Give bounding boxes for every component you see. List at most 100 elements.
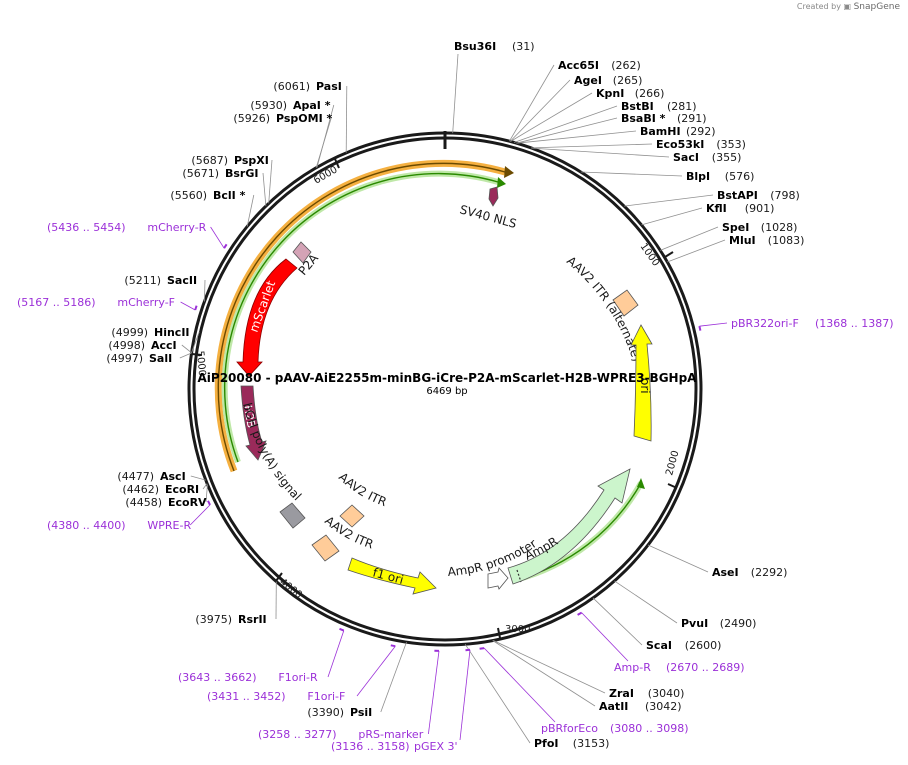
site-position: (901): [745, 202, 775, 215]
site-blpi[interactable]: BlpI(576): [686, 170, 754, 183]
primer-prs-marker[interactable]: (3258 .. 3277)pRS-marker: [258, 728, 424, 741]
site-bsabi[interactable]: BsaBI *(291): [621, 112, 707, 125]
site-position: (355): [712, 151, 742, 164]
site-scai[interactable]: ScaI(2600): [646, 639, 721, 652]
primer-pbr322ori-f[interactable]: pBR322ori-F (1368 .. 1387): [731, 317, 894, 330]
site-position: (262): [611, 59, 641, 72]
site-position: (353): [716, 138, 746, 151]
site-position: (5671): [182, 167, 219, 180]
site-name: SalI: [149, 352, 172, 365]
site-sacii[interactable]: (5211)SacII: [124, 274, 197, 287]
primer-range: (4380 .. 4400): [47, 519, 126, 532]
site-apai[interactable]: (5930)ApaI *: [250, 99, 330, 112]
site-kpni[interactable]: KpnI(266): [596, 87, 664, 100]
site-name: Eco53kI: [656, 138, 704, 151]
feature-h2b[interactable]: H2B: [240, 385, 267, 461]
site-mlui[interactable]: MluI(1083): [729, 234, 804, 247]
site-acci[interactable]: (4998) AccI: [108, 339, 176, 352]
site-pasi[interactable]: (6061)PasI: [273, 80, 341, 93]
site-zrai[interactable]: ZraI(3040): [609, 687, 684, 700]
feature-ori[interactable]: ori: [630, 324, 653, 442]
primer-pbrforeco[interactable]: pBRforEco(3080 .. 3098): [541, 722, 689, 735]
site-name: AgeI: [574, 74, 602, 87]
primer-name: WPRE-R: [147, 519, 191, 532]
site-aatii[interactable]: AatII(3042): [599, 700, 682, 713]
site-position: (266): [635, 87, 665, 100]
site-labels: Bsu36I(31)Acc65I(262)AgeI(265)KpnI(266)B…: [17, 40, 894, 753]
site-ecorv[interactable]: (4458)EcoRV: [125, 496, 207, 509]
site-pspomi[interactable]: (5926)PspOMI *: [233, 112, 332, 125]
site-position: (291): [677, 112, 707, 125]
primer-name: mCherry-F: [117, 296, 175, 309]
site-name: ScaI: [646, 639, 672, 652]
primer-range: (1368 .. 1387): [815, 317, 894, 330]
primer-pgex-3[interactable]: (3136 .. 3158)pGEX 3': [331, 740, 458, 753]
primer-range: (3643 .. 3662): [178, 671, 257, 684]
primer-wpre-r[interactable]: (4380 .. 4400) WPRE-R: [47, 519, 191, 532]
site-name: AseI: [712, 566, 739, 579]
tick-label-2000: 2000: [664, 449, 681, 476]
feature-sv40-nls[interactable]: SV40 NLS: [458, 186, 518, 231]
ori-label: ori: [638, 378, 652, 394]
site-name: SacII: [167, 274, 197, 287]
site-name: BsrGI: [225, 167, 258, 180]
feature-aav2-itr-1[interactable]: AAV2 ITR: [336, 470, 389, 528]
site-eco53ki[interactable]: Eco53kI (353): [656, 138, 746, 151]
site-asei[interactable]: AseI (2292): [712, 566, 787, 579]
primer-amp-r[interactable]: Amp-R(2670 .. 2689): [614, 661, 745, 674]
site-position: (4998): [108, 339, 145, 352]
site-position: (2292): [751, 566, 788, 579]
site-saci[interactable]: SacI(355): [673, 151, 741, 164]
site-bamhi[interactable]: BamHI(292): [640, 125, 716, 138]
tick-label-4000: 4000: [277, 577, 304, 601]
feature-f1-ori[interactable]: f1 ori: [347, 557, 437, 595]
credit: Created by ▣ SnapGene: [797, 2, 900, 12]
site-name: PfoI: [534, 737, 559, 750]
site-sali[interactable]: (4997)SalI: [106, 352, 172, 365]
site-name: BamHI: [640, 125, 681, 138]
site-position: (3975): [195, 613, 232, 626]
primer-mcherry-f[interactable]: (5167 .. 5186) mCherry-F: [17, 296, 175, 309]
site-position: (281): [667, 100, 697, 113]
snapgene-logo-icon: ▣: [843, 2, 852, 11]
site-name: BlpI: [686, 170, 710, 183]
site-position: (3153): [573, 737, 610, 750]
site-psii[interactable]: (3390)PsiI: [307, 706, 372, 719]
site-asci[interactable]: (4477)AscI: [117, 470, 185, 483]
feature-bgh-polya[interactable]: bGH poly(A) signal: [240, 401, 306, 529]
site-bsu36i[interactable]: Bsu36I(31): [454, 40, 535, 53]
primer-range: (5167 .. 5186): [17, 296, 96, 309]
site-position: (4999): [111, 326, 148, 339]
site-kfli[interactable]: KflI(901): [706, 202, 774, 215]
site-pvui[interactable]: PvuI(2490): [681, 617, 756, 630]
primer-range: (3136 .. 3158): [331, 740, 410, 753]
site-agei[interactable]: AgeI(265): [574, 74, 642, 87]
feature-aav2-itr-2[interactable]: AAV2 ITR: [311, 513, 375, 562]
site-rsrii[interactable]: (3975)RsrII: [195, 613, 266, 626]
primer-range: (3258 .. 3277): [258, 728, 337, 741]
site-pfoi[interactable]: PfoI (3153): [534, 737, 609, 750]
site-position: (6061): [273, 80, 310, 93]
site-name: ApaI *: [293, 99, 331, 112]
site-acc65i[interactable]: Acc65I(262): [558, 59, 641, 72]
primer-f1ori-f[interactable]: (3431 .. 3452)F1ori-F: [207, 690, 345, 703]
site-name: AccI: [151, 339, 177, 352]
site-spei[interactable]: SpeI(1028): [722, 221, 797, 234]
site-ecori[interactable]: (4462)EcoRI: [122, 483, 199, 496]
site-bsrgi[interactable]: (5671) BsrGI: [182, 167, 258, 180]
primer-mcherry-r[interactable]: (5436 .. 5454)mCherry-R: [47, 221, 207, 234]
primer-f1ori-r[interactable]: (3643 .. 3662)F1ori-R: [178, 671, 318, 684]
site-position: (798): [770, 189, 800, 202]
site-name: MluI: [729, 234, 756, 247]
site-name: PsiI: [350, 706, 372, 719]
site-bstapi[interactable]: BstAPI(798): [717, 189, 800, 202]
primer-name: pBR322ori-F: [731, 317, 799, 330]
site-hincii[interactable]: (4999)HincII: [111, 326, 189, 339]
feature-p2a[interactable]: P2A: [292, 241, 322, 278]
site-bstbi[interactable]: BstBI(281): [621, 100, 697, 113]
site-pspxi[interactable]: (5687)PspXI: [191, 154, 268, 167]
site-name: PvuI: [681, 617, 708, 630]
bgh-label: bGH poly(A) signal: [240, 401, 304, 503]
feature-aav2-itr-alternate[interactable]: AAV2 ITR (alternate): [564, 254, 644, 364]
site-bcli[interactable]: (5560)BclI *: [170, 189, 245, 202]
